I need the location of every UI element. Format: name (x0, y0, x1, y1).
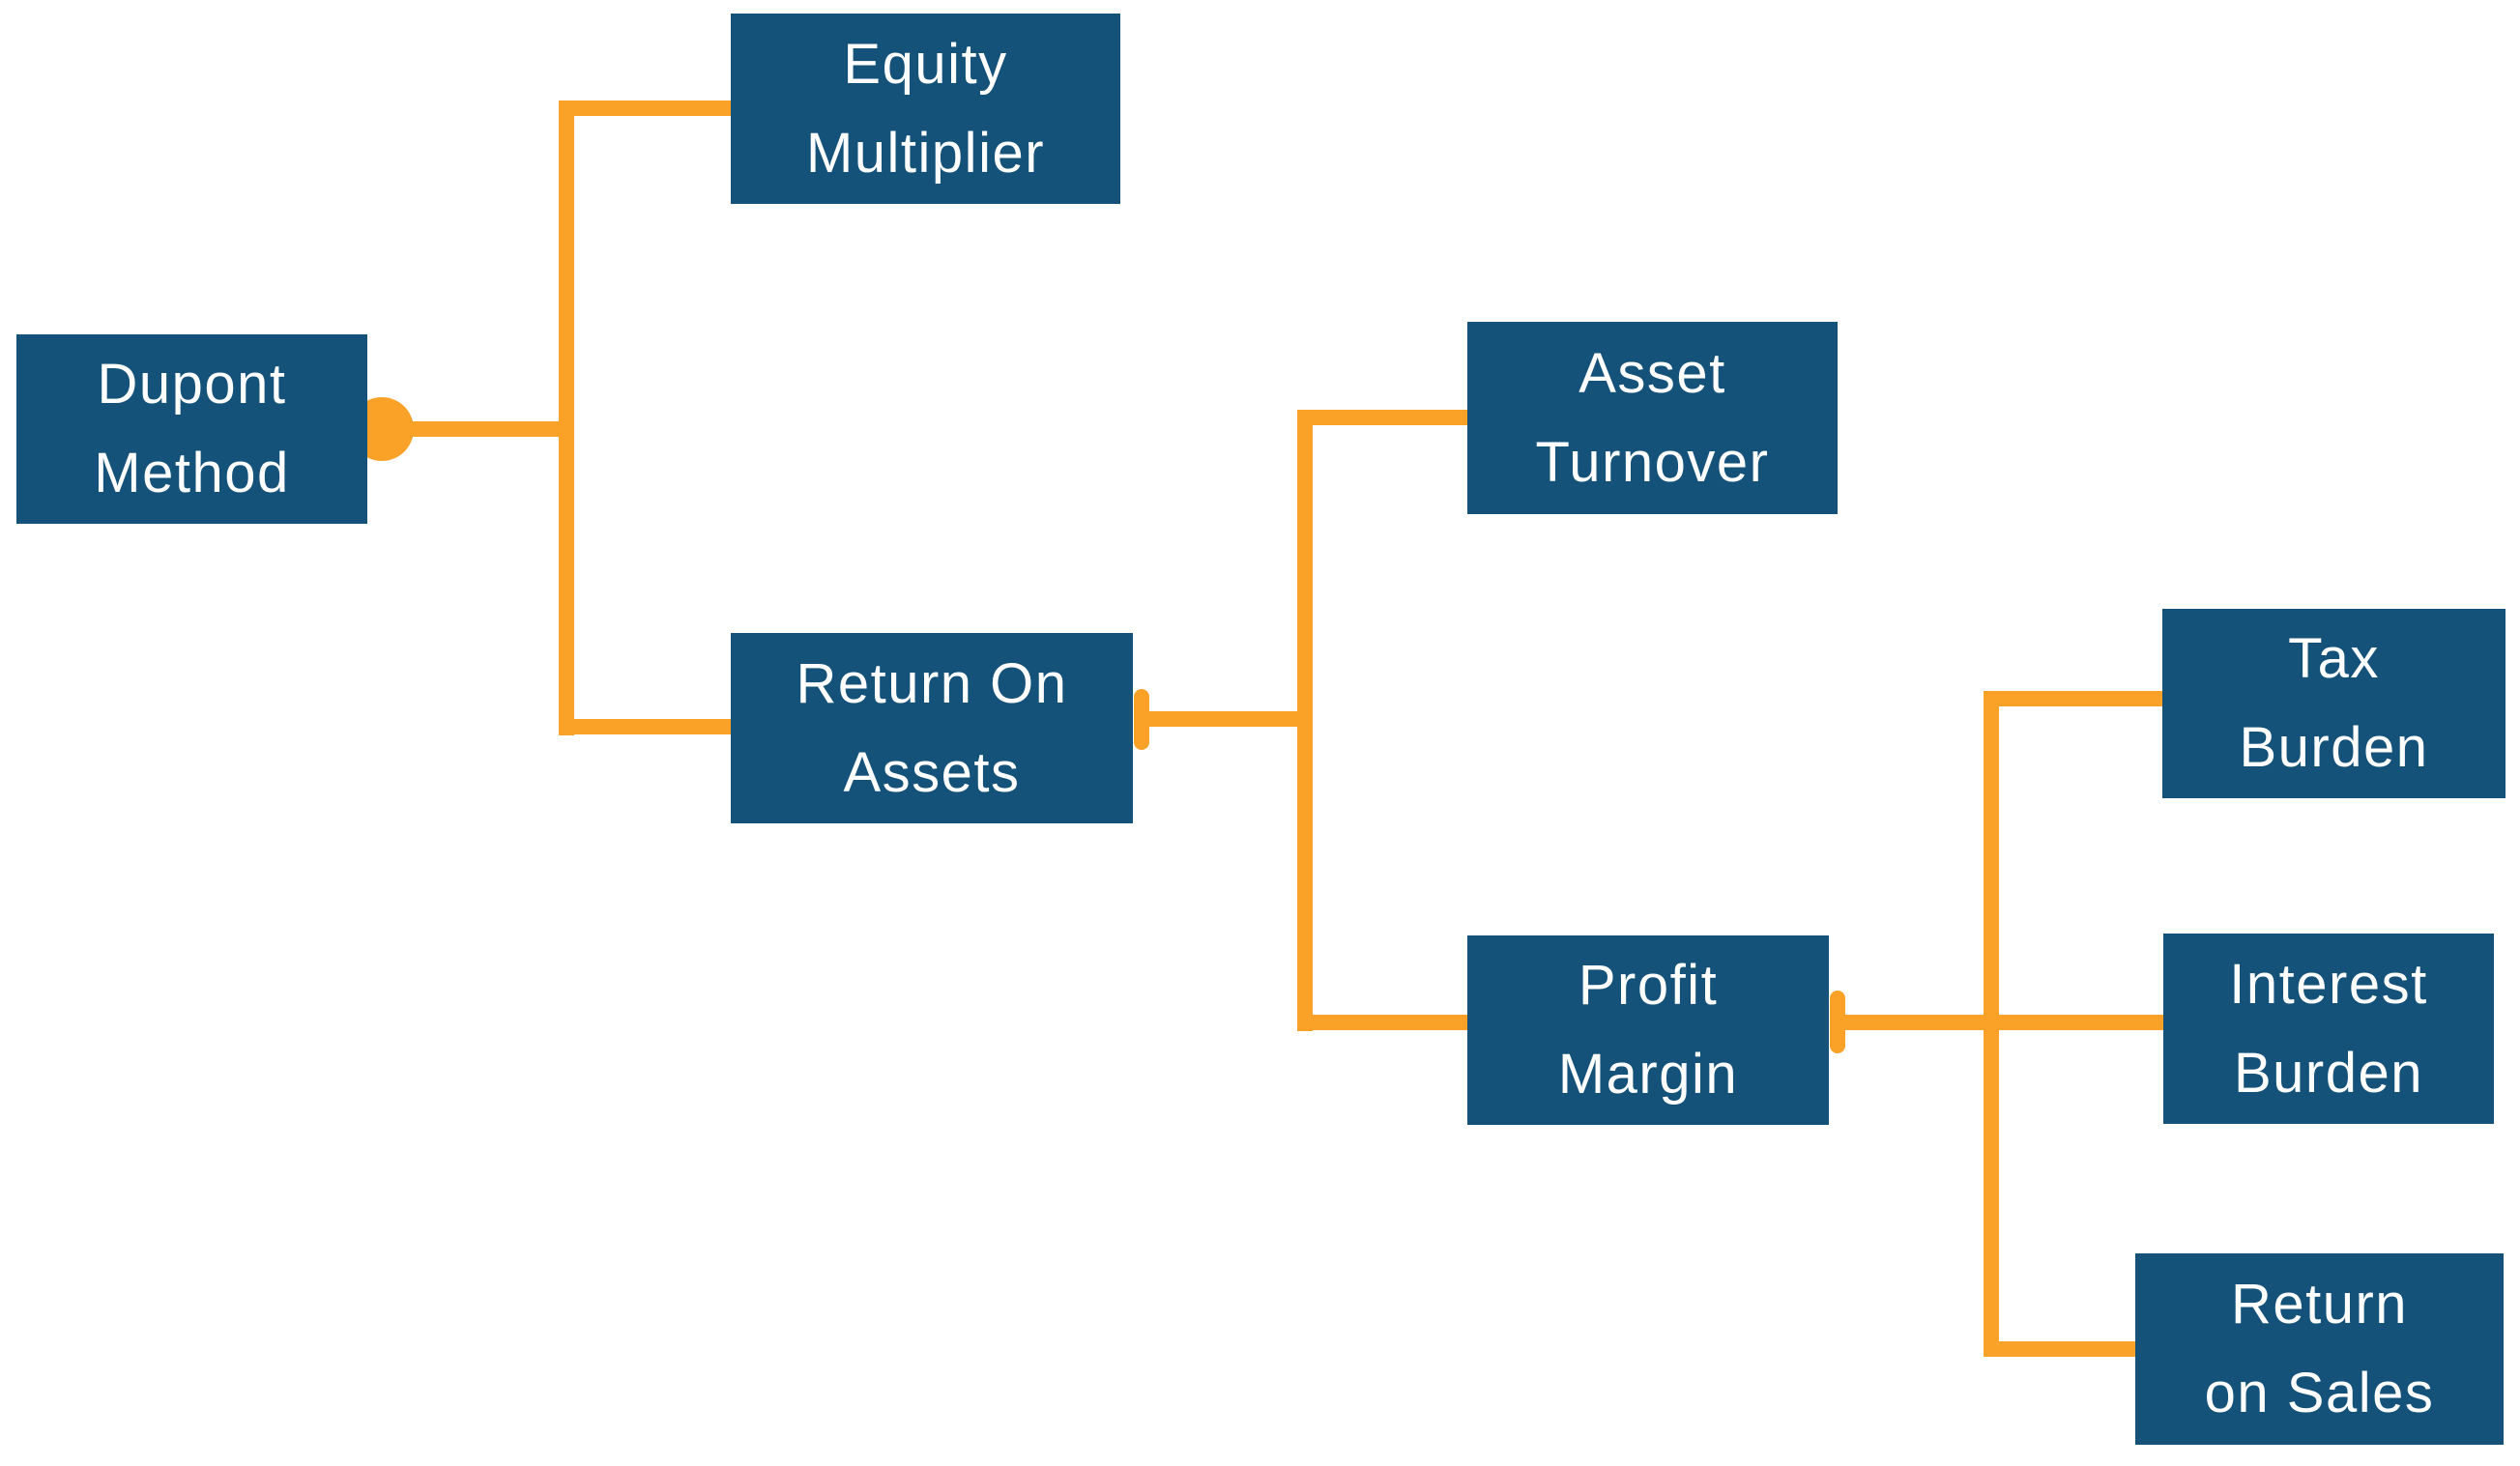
edge-dupont-trunk-hline (380, 421, 573, 437)
edge-to-return-on-sales-hline (1984, 1341, 2135, 1357)
node-return-on-sales-line2: on Sales (2204, 1362, 2435, 1424)
node-interest-burden: Interest Burden (2163, 934, 2494, 1124)
edge-return-on-assets-trunk-hline (1142, 711, 1313, 727)
node-tax-burden-line2: Burden (2239, 716, 2429, 779)
node-return-on-sales: Return on Sales (2135, 1253, 2504, 1445)
node-tax-burden-line1: Tax (2288, 627, 2380, 690)
node-profit-margin-line1: Profit (1578, 954, 1719, 1017)
node-dupont-method-line1: Dupont (97, 353, 287, 416)
node-return-on-assets-line2: Assets (843, 740, 1021, 804)
edge-to-return-on-assets-hline (559, 719, 731, 734)
edge-to-profit-margin-hline (1297, 1015, 1467, 1030)
node-equity-multiplier-line1: Equity (843, 32, 1008, 96)
node-interest-burden-line2: Burden (2233, 1041, 2424, 1105)
node-return-on-assets: Return On Assets (731, 633, 1133, 823)
edge-to-tax-burden-hline (1984, 691, 2162, 706)
edge-return-on-assets-children-vline (1297, 410, 1313, 1031)
edge-to-asset-turnover-hline (1297, 410, 1467, 425)
node-asset-turnover-line2: Turnover (1535, 430, 1770, 494)
edge-dupont-children-vline (559, 101, 574, 735)
node-asset-turnover: Asset Turnover (1467, 322, 1838, 514)
node-asset-turnover-line1: Asset (1579, 341, 1726, 405)
node-dupont-method: Dupont Method (16, 334, 367, 524)
node-interest-burden-line1: Interest (2229, 952, 2428, 1016)
node-tax-burden: Tax Burden (2162, 609, 2506, 798)
edge-profit-margin-children-vline (1984, 691, 1999, 1357)
node-equity-multiplier: Equity Multiplier (731, 14, 1120, 204)
edge-to-equity-multiplier-hline (559, 101, 731, 116)
node-profit-margin-line2: Margin (1557, 1043, 1739, 1106)
edge-to-interest-burden-hline (1838, 1015, 2163, 1030)
node-dupont-method-line2: Method (94, 442, 290, 504)
node-profit-margin: Profit Margin (1467, 935, 1829, 1125)
node-equity-multiplier-line2: Multiplier (805, 121, 1046, 185)
node-return-on-sales-line1: Return (2230, 1273, 2409, 1336)
node-return-on-assets-line1: Return On (796, 651, 1068, 715)
